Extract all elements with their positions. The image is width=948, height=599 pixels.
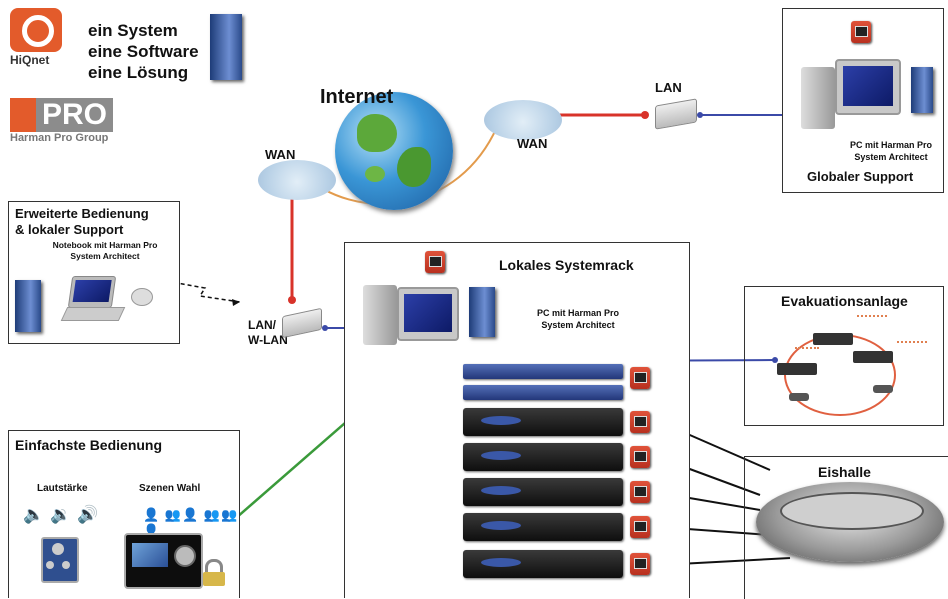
extended-title-line: & lokaler Support: [15, 222, 124, 237]
software-box-icon: [15, 280, 41, 332]
local-rack-title: Lokales Systemrack: [499, 257, 634, 273]
slogan-line-2: eine Software: [88, 42, 199, 61]
pc-monitor-icon: [835, 59, 901, 115]
arena-title: Eishalle: [818, 464, 871, 480]
wlan-adapter-icon: [131, 288, 153, 306]
rack-processor-1: [463, 364, 623, 379]
pc-tower-icon: [801, 67, 835, 129]
hiqnet-logo: HiQnet: [10, 8, 70, 70]
speaker-group-icon: [795, 347, 819, 359]
global-pc-caption: PC mit Harman Pro System Architect: [841, 139, 941, 163]
hiqnet-device-icon: [425, 251, 445, 273]
volume-controller-icon[interactable]: [41, 537, 79, 583]
global-support-title: Globaler Support: [807, 169, 914, 184]
caption-line: System Architect: [854, 152, 928, 162]
wan-left-label: WAN: [265, 147, 296, 162]
wan-left-cloud-icon: [258, 160, 336, 200]
slogan-line-3: eine Lösung: [88, 63, 189, 82]
globe-icon: [335, 92, 453, 210]
hiqnet-device-icon: [630, 446, 650, 468]
lan-wlan-line: W-LAN: [248, 333, 288, 347]
evacuation-panel: Evakuationsanlage: [744, 286, 944, 426]
lan-label: LAN: [655, 80, 682, 95]
simple-title: Einfachste Bedienung: [15, 437, 163, 453]
evac-amplifier-icon: [853, 351, 893, 363]
hiqnet-device-icon: [851, 21, 871, 43]
evacuation-title: Evakuationsanlage: [781, 293, 908, 309]
paging-mic-icon: [789, 393, 809, 401]
caption-line: System Architect: [70, 251, 140, 261]
volume-label: Lautstärke: [37, 483, 88, 494]
notebook-caption: Notebook mit Harman Pro System Architect: [35, 240, 175, 262]
evac-amplifier-icon: [777, 363, 817, 375]
speaker-group-icon: [897, 341, 927, 357]
scene-label: Szenen Wahl: [139, 483, 201, 494]
scene-controller-icon[interactable]: [124, 533, 203, 589]
amplifier-4: [463, 513, 623, 541]
hiqnet-device-icon: [630, 516, 650, 538]
caption-line: Notebook mit Harman Pro: [52, 240, 158, 250]
hiqnet-device-icon: [630, 481, 650, 503]
pc-monitor-icon: [397, 287, 459, 341]
slogan-line-1: ein System: [88, 21, 178, 40]
caption-line: PC mit Harman Pro: [849, 140, 933, 150]
global-support-panel: PC mit Harman Pro System Architect Globa…: [782, 8, 944, 193]
hpro-logo: PRO Harman Pro Group: [10, 98, 145, 150]
caption-line: PC mit Harman Pro: [536, 308, 620, 318]
wan-right-label: WAN: [517, 136, 548, 151]
volume-levels-icon: 🔈🔉🔊: [23, 505, 105, 524]
slogan: ein System eine Software eine Lösung: [88, 20, 199, 83]
notebook-icon: [60, 276, 126, 332]
software-box-icon: [469, 287, 495, 337]
caption-line: System Architect: [541, 320, 615, 330]
hiqnet-device-icon: [630, 411, 650, 433]
pc-tower-icon: [363, 285, 397, 345]
lock-icon: [203, 559, 225, 586]
lan-wlan-line: LAN/: [248, 318, 276, 332]
local-pc-caption: PC mit Harman Pro System Architect: [523, 307, 633, 331]
amplifier-3: [463, 478, 623, 506]
amplifier-2: [463, 443, 623, 471]
evac-amplifier-icon: [813, 333, 853, 345]
extended-title-line: Erweiterte Bedienung: [15, 206, 149, 221]
software-box-icon: [210, 14, 242, 80]
software-box-icon: [911, 67, 933, 113]
arena-icon: [756, 482, 944, 562]
rack-processor-2: [463, 385, 623, 400]
hiqnet-device-icon: [630, 553, 650, 575]
paging-mic-icon: [873, 385, 893, 393]
speaker-group-icon: [857, 315, 887, 331]
wan-right-cloud-icon: [484, 100, 562, 140]
arena-panel: [744, 456, 948, 599]
internet-label: Internet: [320, 86, 394, 108]
amplifier-5: [463, 550, 623, 578]
hiqnet-device-icon: [630, 367, 650, 389]
extended-title: Erweiterte Bedienung & lokaler Support: [15, 206, 149, 238]
simple-panel: Einfachste Bedienung Lautstärke Szenen W…: [8, 430, 240, 598]
amplifier-1: [463, 408, 623, 436]
extended-panel: Erweiterte Bedienung & lokaler Support N…: [8, 201, 180, 344]
lan-wlan-label: LAN/ W-LAN: [248, 318, 288, 348]
